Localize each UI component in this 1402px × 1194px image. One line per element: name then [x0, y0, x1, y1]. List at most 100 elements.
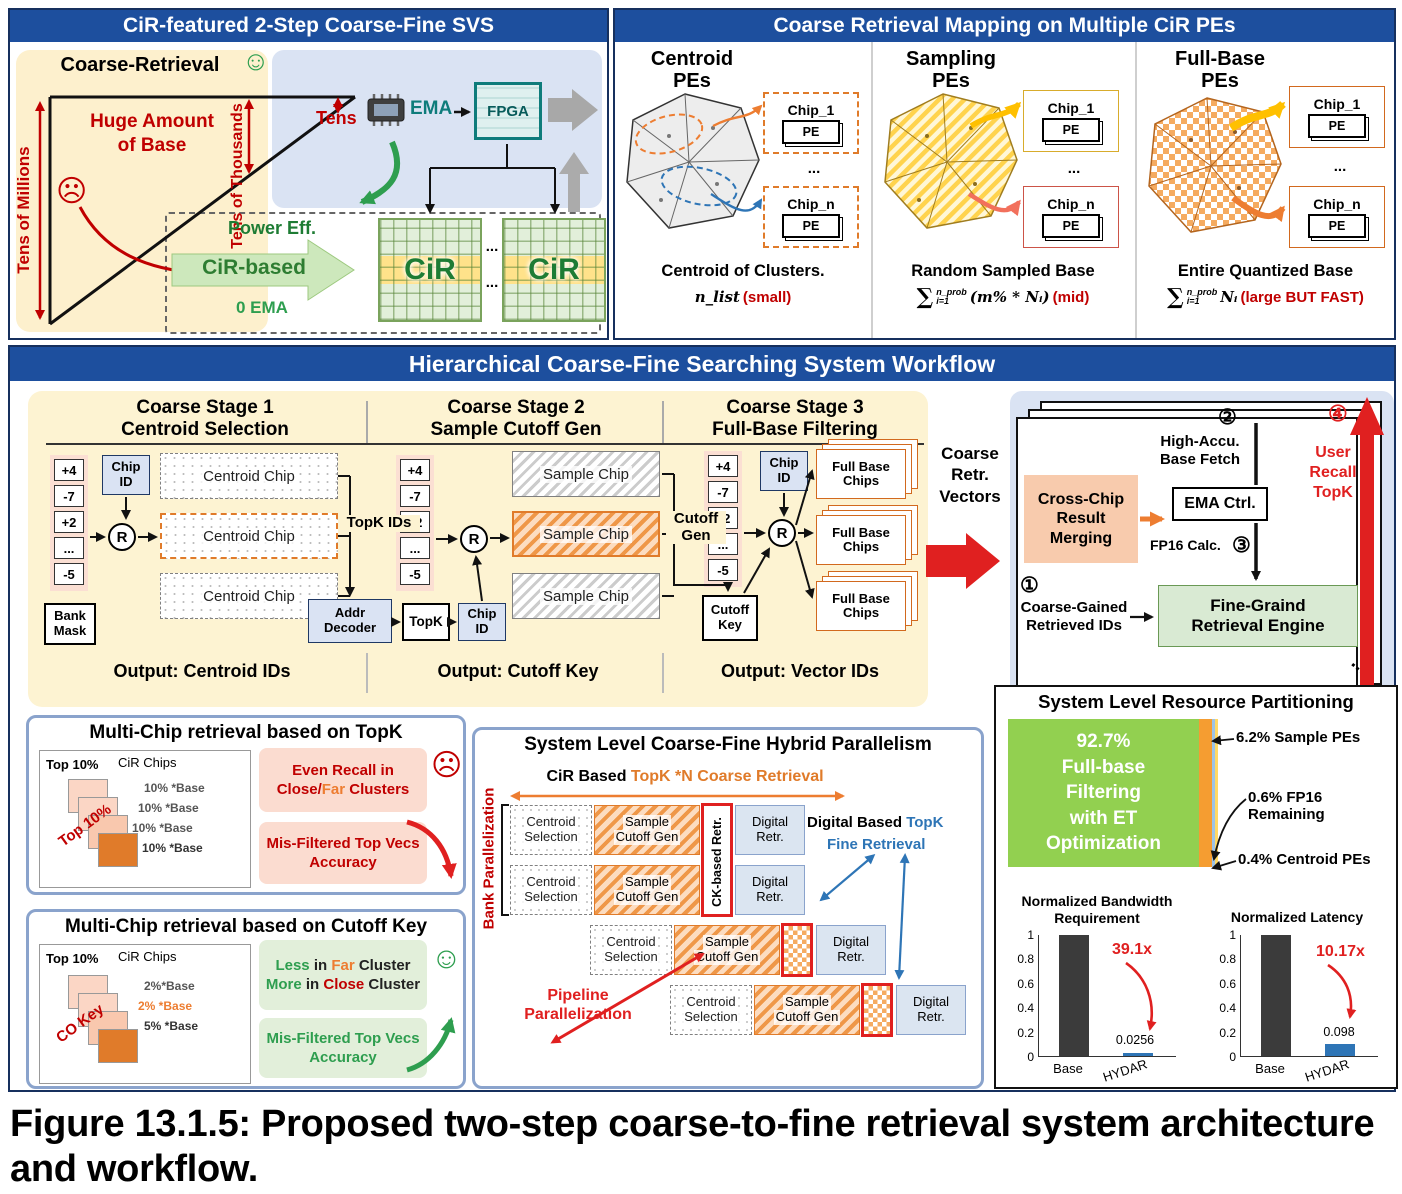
centroid-chip-box-active: Centroid Chip	[160, 513, 338, 559]
centroid-pes-label: 0.4% Centroid PEs	[1238, 851, 1371, 868]
top10-label: Top 10%	[46, 951, 99, 966]
high-accu-base-fetch-label: High-Accu. Base Fetch	[1159, 433, 1241, 468]
sample-chip-box: Sample Chip	[512, 573, 660, 619]
top10-label: Top 10%	[46, 757, 99, 772]
chip-tile-active	[98, 833, 138, 867]
cir-die-label: CiR	[528, 253, 580, 286]
bank-parallelization-label: Bank Parallelization	[480, 787, 498, 930]
hybrid-parallelism-panel: System Level Coarse-Fine Hybrid Parallel…	[472, 727, 984, 1089]
bar-hydar	[1325, 1044, 1355, 1056]
full-base-caption: Entire Quantized Base	[1177, 262, 1354, 280]
ck-based-segment	[781, 923, 813, 977]
centroid-chip-box: Centroid Chip	[160, 573, 338, 619]
pe-box: PE	[1042, 214, 1100, 238]
cir-die-label: CiR	[404, 253, 456, 286]
chip-box: Chip_n PE	[1289, 186, 1385, 248]
cir-chips-label: CiR Chips	[118, 755, 177, 770]
axis-tens: Tens	[316, 108, 357, 128]
chip-box: Chip_1 PE	[1289, 86, 1385, 148]
sampling-cluster-map	[884, 93, 1022, 229]
reduce-node-stage1: R	[108, 523, 136, 551]
centroid-caption: Centroid of Clusters.	[661, 262, 825, 280]
parallelism-title: System Level Coarse-Fine Hybrid Parallel…	[524, 734, 932, 755]
xtick-hydar: HYDAR	[1101, 1056, 1149, 1085]
happy-face-icon: ☺	[242, 46, 270, 76]
full-base-cluster-map	[1148, 97, 1286, 233]
coarse-retrieval-label: Coarse-Retrieval	[60, 54, 220, 76]
ck-based-retr-label: CK-based Retr.	[710, 817, 724, 907]
chip-box: Chip_1 PE	[1023, 90, 1119, 152]
stage3-output: Output: Vector IDs	[720, 661, 879, 681]
svs-panel-title: CiR-featured 2-Step Coarse-Fine SVS	[10, 10, 607, 42]
huge-amount-line1: Huge Amount	[90, 111, 214, 132]
fpga-chip: FPGA	[474, 82, 542, 140]
ellipsis: ...	[485, 274, 499, 291]
segment-fp16	[1211, 719, 1215, 867]
sad-face-icon: ☹	[431, 749, 463, 782]
fine-retrieval-label: Fine Retrieval	[827, 836, 926, 853]
segment-sample-pes	[1198, 719, 1212, 867]
happy-face-icon: ☺	[431, 942, 462, 975]
even-recall-note: Even Recall in Close/Far Clusters	[259, 748, 427, 812]
cir-based-label: CiR-based	[202, 256, 306, 279]
header-underline	[46, 443, 924, 445]
cir-chips-label: CiR Chips	[118, 949, 177, 964]
fp16-remaining-label: 0.6% FP16 Remaining	[1248, 789, 1325, 823]
workflow-banner: Hierarchical Coarse-Fine Searching Syste…	[10, 347, 1394, 381]
bandwidth-plot-area	[1038, 935, 1176, 1057]
ellipsis: ...	[1067, 160, 1081, 177]
fp16-calc-label: FP16 Calc.	[1150, 537, 1221, 553]
ellipsis: ...	[1333, 158, 1347, 175]
cir-coarse-retrieval-span: CiR Based TopK *N Coarse Retrieval	[546, 768, 824, 785]
latency-annotation: 10.17x	[1316, 943, 1365, 960]
centroid-formula: n_list (small)	[694, 288, 792, 306]
centroid-cluster-map	[626, 93, 763, 229]
pe-box: PE	[782, 120, 840, 144]
chip-box: Chip_n PE	[1023, 186, 1119, 248]
latency-plot-area	[1240, 935, 1378, 1057]
cir-chip-die: CiR	[502, 218, 606, 322]
sampling-caption: Random Sampled Base	[911, 262, 1095, 280]
latency-chart: Normalized Latency 1 0.8 0.6 0.4 0.2 0 1…	[1198, 893, 1396, 1089]
sad-face-icon: ☹	[56, 175, 88, 208]
cutoff-key-retrieval-panel: Multi-Chip retrieval based on Cutoff Key…	[26, 909, 466, 1089]
step-4-badge: ④	[1328, 401, 1348, 426]
sample-chip-box-active: Sample Chip	[512, 511, 660, 557]
svs-body: Coarse-Retrieval ☺ Tens of Millions Tens…	[10, 42, 607, 338]
ema-label: EMA	[410, 98, 453, 119]
fine-region-bg	[272, 50, 602, 208]
axis-tens-of-millions: Tens of Millions	[14, 146, 33, 274]
step-2-badge: ②	[1218, 406, 1237, 429]
ck-based-retrieval-column: CK-based Retr.	[701, 803, 733, 917]
output-divider	[662, 653, 664, 693]
header-divider	[662, 401, 664, 443]
full-base-segment-label: 92.7% Full-base Filtering with ET Optimi…	[1045, 730, 1161, 855]
svs-diagram-lines	[35, 89, 598, 326]
topk-retrieval-panel: Multi-Chip retrieval based on TopK Top 1…	[26, 715, 466, 895]
